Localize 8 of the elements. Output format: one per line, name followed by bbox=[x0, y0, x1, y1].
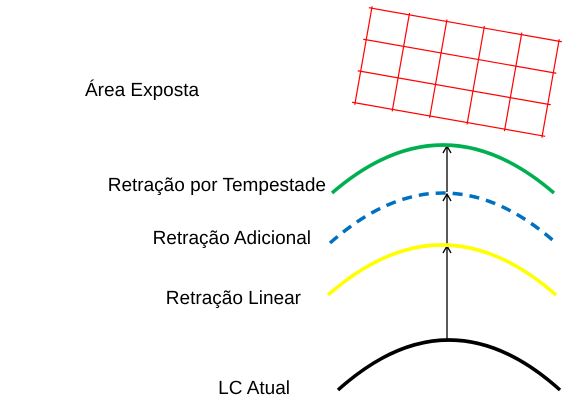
retreat-label: Retração Linear bbox=[166, 288, 301, 310]
area-label: Área Exposta bbox=[85, 80, 200, 102]
arrow bbox=[442, 145, 452, 192]
retreat-label: LC Atual bbox=[218, 378, 290, 400]
retreat-label: Retração Adicional bbox=[152, 228, 311, 250]
retreat-label: Retração por Tempestade bbox=[108, 175, 326, 197]
arrow bbox=[442, 245, 452, 339]
arrow bbox=[442, 193, 452, 244]
